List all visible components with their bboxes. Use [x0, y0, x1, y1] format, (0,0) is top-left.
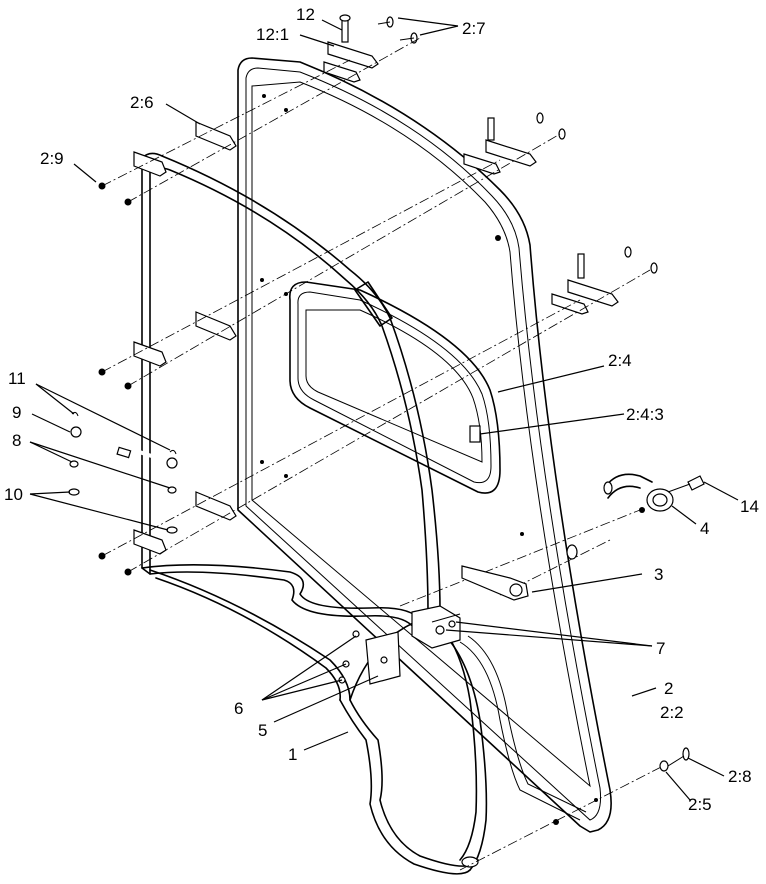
label-8: 8	[12, 431, 21, 450]
label-2-7: 2:7	[462, 19, 486, 38]
bolts	[98, 16, 658, 576]
label-7: 7	[656, 639, 665, 658]
label-5: 5	[258, 721, 267, 740]
label-1: 1	[288, 745, 297, 764]
label-12: 12	[296, 5, 315, 24]
lower-seal	[459, 635, 587, 821]
label-14: 14	[740, 497, 759, 516]
bottom-fasteners	[553, 747, 690, 825]
window-latch	[469, 425, 481, 443]
label-4: 4	[700, 519, 709, 538]
label-2-4-3: 2:4:3	[626, 405, 664, 424]
label-2: 2	[664, 679, 673, 698]
label-2-5: 2:5	[688, 795, 712, 814]
latch-plate	[461, 544, 578, 601]
label-2-8: 2:8	[728, 767, 752, 786]
door-glass-panel	[237, 57, 612, 833]
alignment-lines	[101, 37, 666, 871]
latch-bracket	[338, 605, 461, 685]
label-6: 6	[234, 699, 243, 718]
label-2-6: 2:6	[130, 93, 154, 112]
label-10: 10	[4, 485, 23, 504]
door-frame	[141, 152, 488, 875]
label-9: 9	[12, 403, 21, 422]
sliding-window	[289, 281, 501, 494]
hinge-plates	[133, 121, 237, 555]
label-2-2: 2:2	[660, 703, 684, 722]
leader-lines	[29, 17, 739, 801]
callout-labels: 12 12:1 2:7 2:6 2:9 11 9 8 10 2:4 2:4:3 …	[4, 5, 759, 814]
label-11: 11	[8, 369, 26, 388]
label-2-9: 2:9	[40, 149, 64, 168]
hinge-assemblies	[323, 14, 619, 315]
label-12-1: 12:1	[256, 25, 289, 44]
label-2-4: 2:4	[608, 351, 632, 370]
door-lock	[603, 473, 705, 513]
label-3: 3	[654, 565, 663, 584]
